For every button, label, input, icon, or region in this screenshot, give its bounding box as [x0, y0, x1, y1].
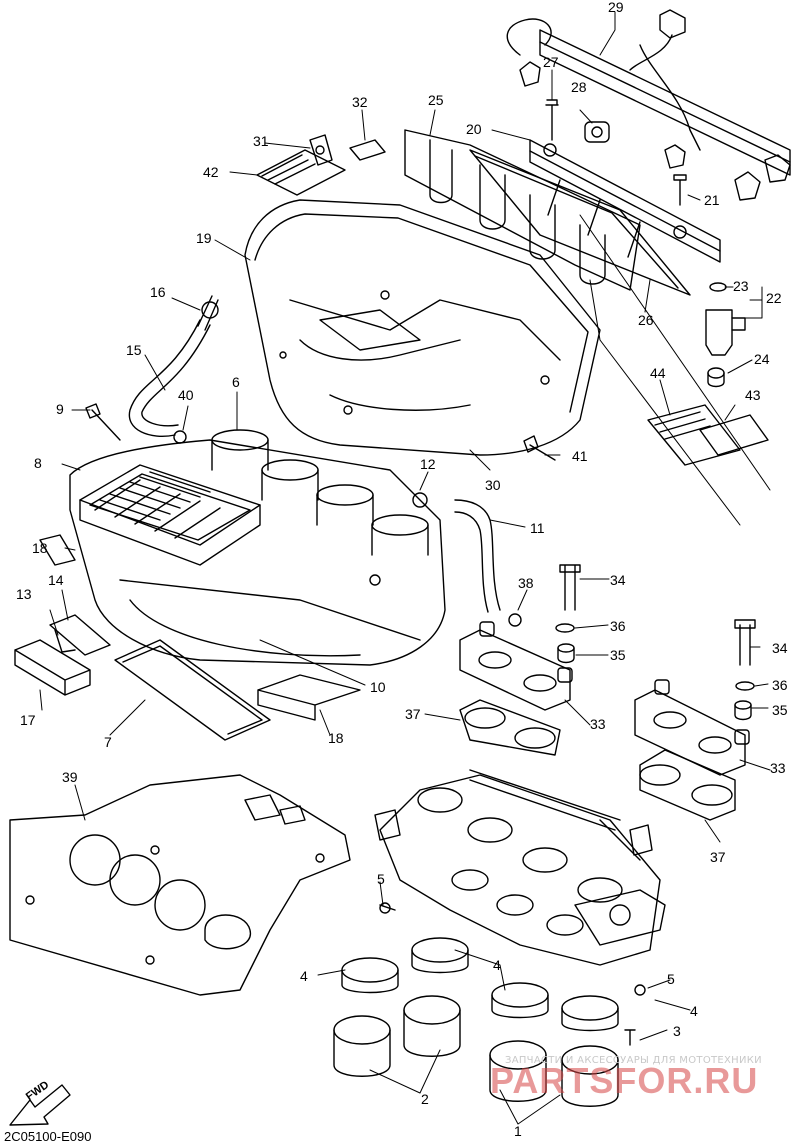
- throttle-body: [374, 769, 666, 966]
- fuel-rail-assembly: [506, 9, 791, 201]
- callout-5b: 5: [667, 971, 675, 987]
- bolts-washers: [508, 564, 756, 721]
- diagram-code: 2C05100-E090: [4, 1129, 92, 1144]
- leader-lines: [39, 11, 771, 1125]
- callout-4b: 4: [493, 957, 501, 973]
- callout-42: 42: [203, 164, 219, 180]
- callout-13: 13: [16, 586, 32, 602]
- callout-1: 1: [514, 1123, 522, 1139]
- callout-25: 25: [428, 92, 444, 108]
- callout-17: 17: [20, 712, 36, 728]
- fwd-arrow-icon: [9, 1084, 71, 1126]
- callout-11: 11: [530, 520, 545, 536]
- small-labels-top: [256, 134, 386, 196]
- callout-35a: 35: [610, 647, 626, 663]
- callout-6: 6: [232, 374, 240, 390]
- callout-36a: 36: [610, 618, 626, 634]
- callout-4c: 4: [690, 1003, 698, 1019]
- callout-36b: 36: [772, 677, 788, 693]
- callout-18a: 18: [32, 540, 48, 556]
- callout-34a: 34: [610, 572, 626, 588]
- callout-37b: 37: [710, 849, 726, 865]
- injector: [705, 282, 746, 388]
- callout-12: 12: [420, 456, 436, 472]
- callout-35b: 35: [772, 702, 788, 718]
- callout-8: 8: [34, 455, 42, 471]
- intake-joints: [333, 902, 646, 1107]
- callout-38: 38: [518, 575, 534, 591]
- callout-29: 29: [608, 0, 624, 15]
- callout-33a: 33: [590, 716, 606, 732]
- callout-44: 44: [650, 365, 666, 381]
- callout-39: 39: [62, 769, 78, 785]
- air-box-lower: [69, 429, 446, 666]
- intake-holders: [459, 621, 750, 821]
- small-fasteners-mid: [85, 403, 556, 461]
- callout-40: 40: [178, 387, 194, 403]
- callout-21: 21: [704, 192, 720, 208]
- seal-strips: [14, 534, 361, 741]
- callout-20: 20: [466, 121, 482, 137]
- callout-26: 26: [638, 312, 654, 328]
- injector-rail: [529, 139, 721, 263]
- callout-33b: 33: [770, 760, 786, 776]
- callout-43: 43: [745, 387, 761, 403]
- callout-28: 28: [571, 79, 587, 95]
- air-filter-element: [79, 464, 261, 566]
- callout-15: 15: [126, 342, 142, 358]
- callout-27: 27: [543, 54, 559, 70]
- air-box-cover: [244, 199, 601, 456]
- callout-5a: 5: [377, 871, 385, 887]
- callout-3: 3: [673, 1023, 681, 1039]
- callout-37a: 37: [405, 706, 421, 722]
- watermark-tagline: ЗАПЧАСТИ И АКСЕССУАРЫ ДЛЯ МОТОТЕХНИКИ: [505, 1055, 762, 1066]
- callout-23: 23: [733, 278, 749, 294]
- callout-10: 10: [370, 679, 386, 695]
- callout-18b: 18: [328, 730, 344, 746]
- watermark-brand: PARTSFOR.RU: [490, 1060, 759, 1101]
- callout-9: 9: [56, 401, 64, 417]
- callout-14: 14: [48, 572, 64, 588]
- callout-30: 30: [485, 477, 501, 493]
- cover-plate: [469, 149, 691, 296]
- callout-19: 19: [196, 230, 212, 246]
- callout-2: 2: [421, 1091, 429, 1107]
- callout-31: 31: [253, 133, 269, 149]
- callout-7: 7: [104, 734, 112, 750]
- callout-16: 16: [150, 284, 166, 300]
- gasket-plate: [9, 774, 351, 996]
- small-fasteners-top: [545, 99, 687, 206]
- callout-24: 24: [754, 351, 770, 367]
- callout-34b: 34: [772, 640, 788, 656]
- label-stickers: [647, 404, 769, 466]
- callout-4a: 4: [300, 968, 308, 984]
- callout-32: 32: [352, 94, 368, 110]
- callout-41: 41: [572, 448, 588, 464]
- callout-22: 22: [766, 290, 782, 306]
